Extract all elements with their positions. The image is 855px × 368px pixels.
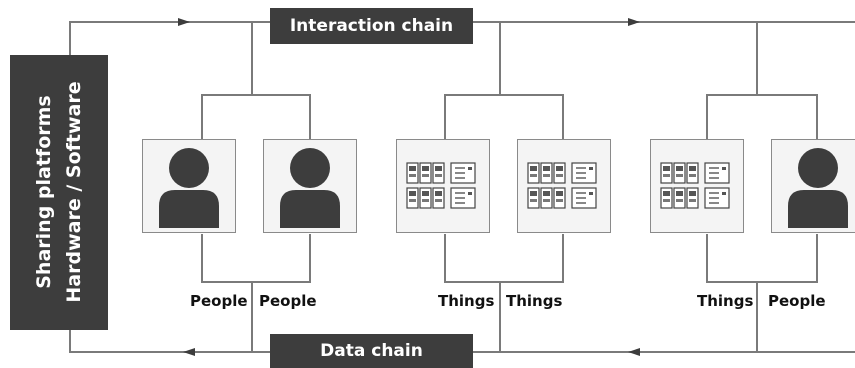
node-label: People <box>259 292 317 310</box>
arrow-right-icon <box>628 18 640 26</box>
node-box <box>771 139 855 233</box>
person-icon <box>788 148 848 228</box>
sidebar-line-1: Sharing platforms <box>33 95 55 289</box>
server-rack-icon <box>406 162 476 209</box>
sharing-platforms-bar: Sharing platforms Hardware / Software <box>10 55 108 330</box>
node-label: Things <box>438 292 495 310</box>
person-icon <box>280 148 340 228</box>
node-label: Things <box>506 292 563 310</box>
arrowheads <box>178 18 640 356</box>
server-rack-icon <box>660 162 730 209</box>
person-icon <box>159 148 219 228</box>
node-box <box>396 139 490 233</box>
sidebar-line-2: Hardware / Software <box>63 81 85 303</box>
node-box <box>142 139 236 233</box>
node-box <box>263 139 357 233</box>
arrow-left-icon <box>628 348 640 356</box>
server-rack-icon <box>527 162 597 209</box>
node-label: Things <box>697 292 754 310</box>
node-label: People <box>768 292 826 310</box>
interaction-chain-label: Interaction chain <box>270 8 473 44</box>
data-chain-label: Data chain <box>270 334 473 368</box>
arrow-right-icon <box>178 18 190 26</box>
node-box <box>517 139 611 233</box>
node-label: People <box>190 292 248 310</box>
node-box <box>650 139 744 233</box>
arrow-left-icon <box>183 348 195 356</box>
